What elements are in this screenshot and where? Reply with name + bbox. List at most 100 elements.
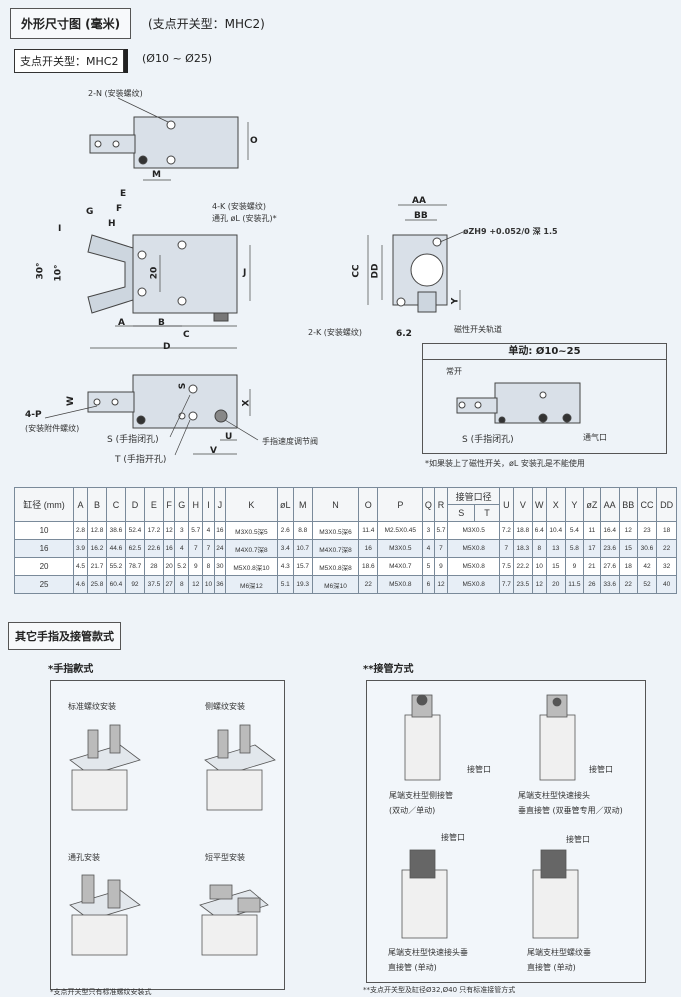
piping-caption-2a: 尾端支柱型快速接头 (518, 791, 590, 800)
table-cell: 15.7 (292, 557, 313, 576)
table-cell: 62.5 (124, 539, 145, 558)
table-cell: 36 (213, 575, 227, 594)
table-cell: 7.5 (498, 557, 514, 576)
column-header: øZ (583, 487, 601, 522)
finger-style-standard: 标准螺纹安装 (68, 702, 116, 711)
column-header: X (545, 487, 566, 522)
dim-aa: AA (412, 196, 426, 206)
piping-caption-1a: 尾端支柱型侧接管 (389, 791, 453, 800)
table-cell: 22.2 (512, 557, 533, 576)
table-cell: M6深12 (225, 575, 278, 594)
table-cell: 3.9 (73, 539, 89, 558)
table-cell: 3.4 (276, 539, 294, 558)
header-port-size: 接管口径 (447, 487, 500, 505)
column-header: B (87, 487, 107, 522)
table-cell: 4 (174, 539, 190, 558)
dim-i: I (58, 224, 62, 234)
dim-20: 20 (149, 266, 160, 280)
table-cell: M3X0.5 (377, 539, 424, 558)
dim-s: S (178, 382, 189, 390)
column-header: BB (618, 487, 638, 522)
dim-e: E (120, 189, 127, 199)
section-subtitle: (支点开关型：MHC2) (148, 17, 265, 31)
table-cell: 25.8 (87, 575, 107, 594)
table-cell: 52 (636, 575, 658, 594)
table-cell: M6深10 (311, 575, 360, 594)
table-cell: 5.2 (174, 557, 190, 576)
model-range: (Ø10 ~ Ø25) (142, 52, 213, 65)
table-cell: 5.7 (188, 521, 204, 540)
table-cell: M3X0.5深6 (311, 521, 360, 540)
dim-j: J (243, 268, 247, 278)
label-4p: 4-P (25, 410, 42, 420)
table-cell: 9 (564, 557, 585, 576)
table-cell: 18 (656, 521, 677, 540)
table-cell: M2.5X0.45 (377, 521, 424, 540)
table-cell: 17 (583, 539, 601, 558)
dim-b: B (158, 318, 165, 328)
table-cell: 7 (433, 539, 449, 558)
dim-cc: CC (351, 264, 362, 278)
column-header: O (358, 487, 379, 522)
column-header: Q (422, 487, 435, 522)
label-2n: 2-N (安装螺纹) (88, 89, 143, 98)
table-cell: 22 (358, 575, 379, 594)
table-cell: 22.6 (143, 539, 164, 558)
model-label: 支点开关型：MHC2 (14, 49, 125, 73)
table-cell: 23 (636, 521, 658, 540)
column-header: N (311, 487, 360, 522)
column-header: D (124, 487, 145, 522)
table-cell: 44.6 (105, 539, 126, 558)
column-header: T (474, 504, 500, 522)
table-cell: 7 (188, 539, 204, 558)
piping-caption-4b: 直接管 (单动) (527, 963, 576, 972)
table-cell: 4.5 (73, 557, 89, 576)
label-t-open: T (手指开孔) (115, 455, 167, 465)
table-cell: 2.8 (73, 521, 89, 540)
table-cell: 4.3 (276, 557, 294, 576)
bore-cell: 25 (13, 575, 75, 594)
table-cell: 13 (545, 539, 566, 558)
table-cell: 92 (124, 575, 145, 594)
table-cell: 18.8 (512, 521, 533, 540)
table-cell: 30.6 (636, 539, 658, 558)
table-cell: 12.8 (87, 521, 107, 540)
table-cell: 12 (531, 575, 547, 594)
label-normally-open: 常开 (446, 367, 462, 376)
table-cell: 20 (545, 575, 566, 594)
table-cell: 40 (656, 575, 677, 594)
table-cell: 52.4 (124, 521, 145, 540)
table-cell: 5.7 (433, 521, 449, 540)
table-cell: 8 (174, 575, 190, 594)
label-through-hole: 通孔 øL (安装孔)* (212, 214, 277, 223)
table-cell: 16 (162, 539, 176, 558)
table-cell: 3 (174, 521, 190, 540)
finger-styles-title: *手指款式 (48, 664, 94, 675)
table-cell: 7.7 (498, 575, 514, 594)
table-cell: 18.6 (358, 557, 379, 576)
label-z: øZH9 +0.052/0 深 1.5 (463, 227, 558, 236)
table-cell: 2.6 (276, 521, 294, 540)
dim-6-2: 6.2 (396, 329, 412, 339)
column-header: U (498, 487, 514, 522)
table-cell: 9 (433, 557, 449, 576)
dim-u: U (225, 432, 233, 442)
table-cell: M5X0.8 (447, 575, 500, 594)
table-cell: 60.4 (105, 575, 126, 594)
table-cell: 23.6 (599, 539, 620, 558)
column-header: G (174, 487, 190, 522)
table-cell: 11.5 (564, 575, 585, 594)
table-cell: 38.6 (105, 521, 126, 540)
finger-note: *支点开关型只有标准螺纹安装式 (50, 988, 152, 996)
dim-f: F (116, 204, 123, 214)
piping-caption-3a: 尾端支柱型快速接头垂 (388, 948, 468, 957)
table-cell: 8.8 (292, 521, 313, 540)
table-cell: 16 (358, 539, 379, 558)
table-cell: 16.2 (87, 539, 107, 558)
label-speed-valve: 手指速度调节阀 (262, 437, 318, 446)
column-header: P (377, 487, 424, 522)
dim-m: M (152, 170, 161, 180)
table-cell: M5X0.8深10 (225, 557, 278, 576)
label-switch-rail: 磁性开关轨道 (454, 325, 502, 334)
